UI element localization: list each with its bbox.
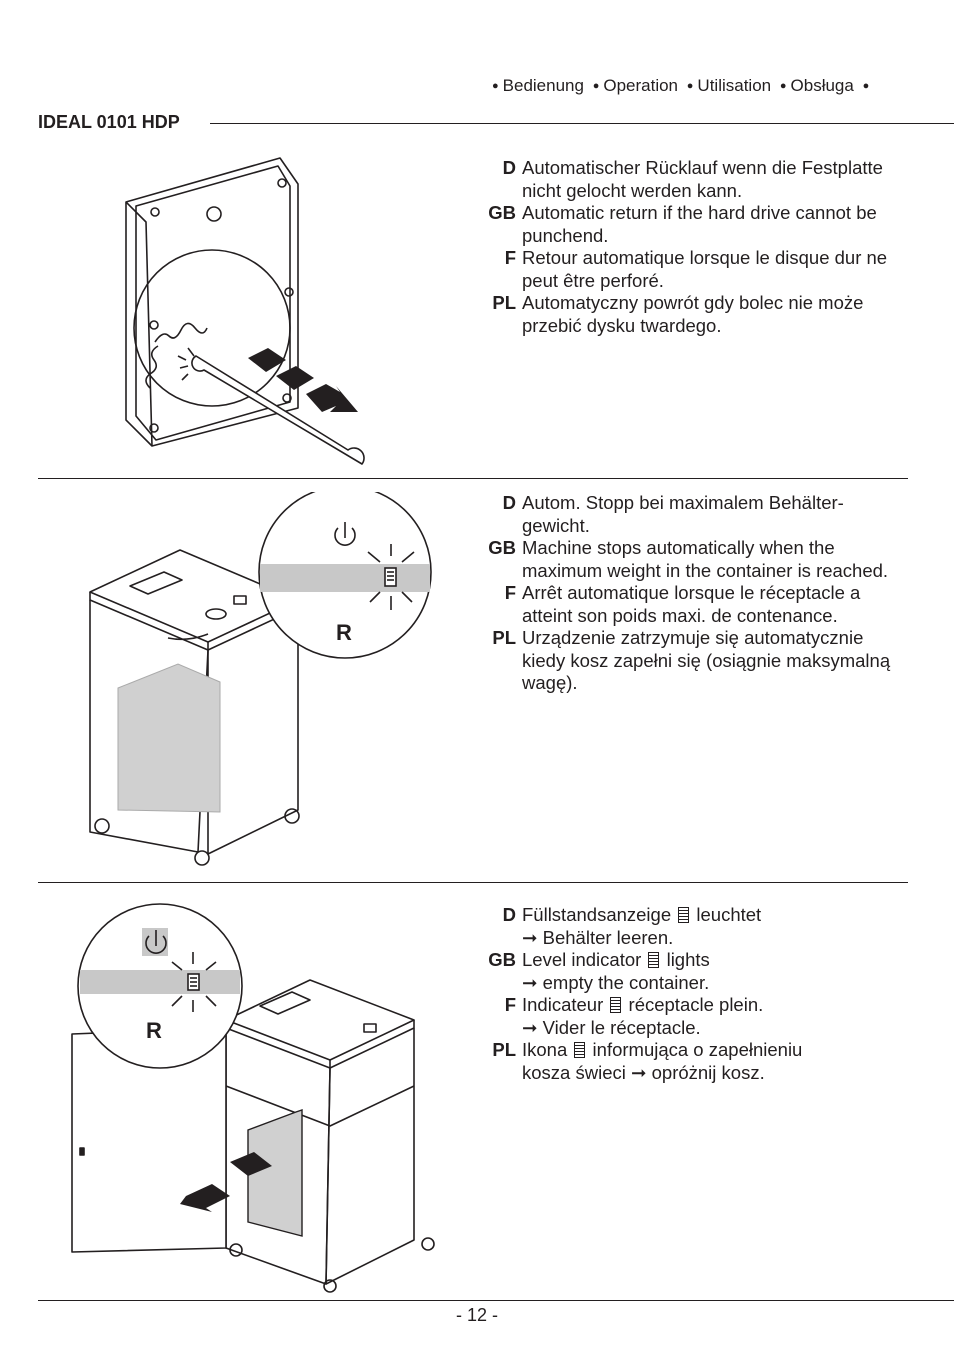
section-1-text: D Automatischer Rücklauf wenn die Festpla…: [484, 157, 904, 337]
entry-gb: GB Automatic return if the hard drive can…: [484, 202, 904, 247]
header-rule: [210, 123, 954, 124]
lang-code: GB: [488, 202, 516, 223]
lang-code: GB: [488, 949, 516, 970]
section-2-text: D Autom. Stopp bei maximalem Behälter-gew…: [484, 492, 904, 695]
model-title: IDEAL 0101 HDP: [38, 112, 180, 132]
header-navigation: ●Bedienung ●Operation ●Utilisation ●Obsł…: [488, 76, 873, 96]
nav-obsluga: Obsługa: [790, 76, 854, 95]
lang-code: F: [504, 247, 516, 268]
section-3-text: D Füllstandsanzeige leuchtet ➞ Behälter …: [484, 904, 904, 1084]
nav-utilisation: Utilisation: [697, 76, 772, 95]
bullet: ●: [592, 80, 600, 92]
entry-fr: F Indicateur réceptacle plein. ➞ Vider l…: [484, 994, 904, 1039]
entry-text: Automatic return if the hard drive canno…: [522, 202, 877, 246]
lang-code: D: [502, 492, 516, 513]
section-divider: [38, 478, 908, 479]
page-number: - 12 -: [455, 1305, 498, 1325]
entry-pl: PL Urządzenie zatrzymuje się automatyczni…: [484, 627, 904, 695]
entry-pl: PL Automatyczny powrót gdy bolec nie może…: [484, 292, 904, 337]
entry-fr: F Retour automatique lorsque le disque du…: [484, 247, 904, 292]
entry-action: ➞ Behälter leeren.: [522, 926, 674, 948]
lang-code: F: [504, 994, 516, 1015]
entry-text: Automatischer Rücklauf wenn die Festplat…: [522, 157, 883, 201]
entry-de: D Füllstandsanzeige leuchtet ➞ Behälter …: [484, 904, 904, 949]
level-indicator-icon: [574, 1042, 586, 1058]
entry-text: Retour automatique lorsque le disque dur…: [522, 247, 888, 291]
hard-drive-punch-illustration: [125, 157, 365, 465]
bullet: ●: [779, 80, 787, 92]
nav-bedienung: Bedienung: [502, 76, 584, 95]
entry-de: D Autom. Stopp bei maximalem Behälter-gew…: [484, 492, 904, 537]
entry-text: Arrêt automatique lorsque le réceptacle …: [522, 582, 861, 626]
lang-code: F: [504, 582, 516, 603]
bullet: ●: [492, 80, 499, 92]
entry-text: leuchtet: [696, 904, 762, 925]
entry-text: Urządzenie zatrzymuje się automatycznie …: [522, 627, 891, 693]
lang-code: GB: [488, 537, 516, 558]
bullet: ●: [862, 80, 870, 92]
entry-action: ➞ empty the container.: [522, 971, 710, 993]
entry-gb: GB Level indicator lights ➞ empty the co…: [484, 949, 904, 994]
entry-text: réceptacle plein.: [628, 994, 764, 1015]
lang-code: PL: [492, 627, 516, 648]
entry-pl: PL Ikona informująca o zapełnieniu kosza…: [484, 1039, 904, 1084]
entry-text: Indicateur: [522, 994, 604, 1015]
entry-text: Level indicator: [522, 949, 642, 970]
entry-text: Automatyczny powrót gdy bolec nie może p…: [522, 292, 864, 336]
detail-label: R: [336, 620, 352, 645]
level-indicator-icon: [648, 952, 660, 968]
shredder-empty-container-illustration: R: [71, 903, 435, 1293]
entry-action: kosza świeci ➞ opróżnij kosz.: [522, 1061, 765, 1083]
entry-de: D Automatischer Rücklauf wenn die Festpla…: [484, 157, 904, 202]
lang-code: PL: [492, 292, 516, 313]
entry-action: ➞ Vider le réceptacle.: [522, 1016, 701, 1038]
footer-rule: [38, 1300, 954, 1301]
level-indicator-icon: [610, 997, 622, 1013]
bullet: ●: [686, 80, 694, 92]
lang-code: D: [502, 157, 516, 178]
lang-code: D: [502, 904, 516, 925]
entry-text: lights: [666, 949, 710, 970]
entry-gb: GB Machine stops automatically when the m…: [484, 537, 904, 582]
entry-text: Ikona: [522, 1039, 568, 1060]
entry-text: Füllstandsanzeige: [522, 904, 672, 925]
nav-operation: Operation: [603, 76, 679, 95]
entry-fr: F Arrêt automatique lorsque le réceptacle…: [484, 582, 904, 627]
entry-text: Autom. Stopp bei maximalem Behälter-gewi…: [522, 492, 844, 536]
level-indicator-icon: [678, 907, 690, 923]
section-divider: [38, 882, 908, 883]
entry-text: informująca o zapełnieniu: [592, 1039, 803, 1060]
entry-text: Machine stops automatically when the max…: [522, 537, 889, 581]
lang-code: PL: [492, 1039, 516, 1060]
detail-label: R: [146, 1018, 162, 1043]
shredder-weight-stop-illustration: R: [89, 492, 432, 866]
